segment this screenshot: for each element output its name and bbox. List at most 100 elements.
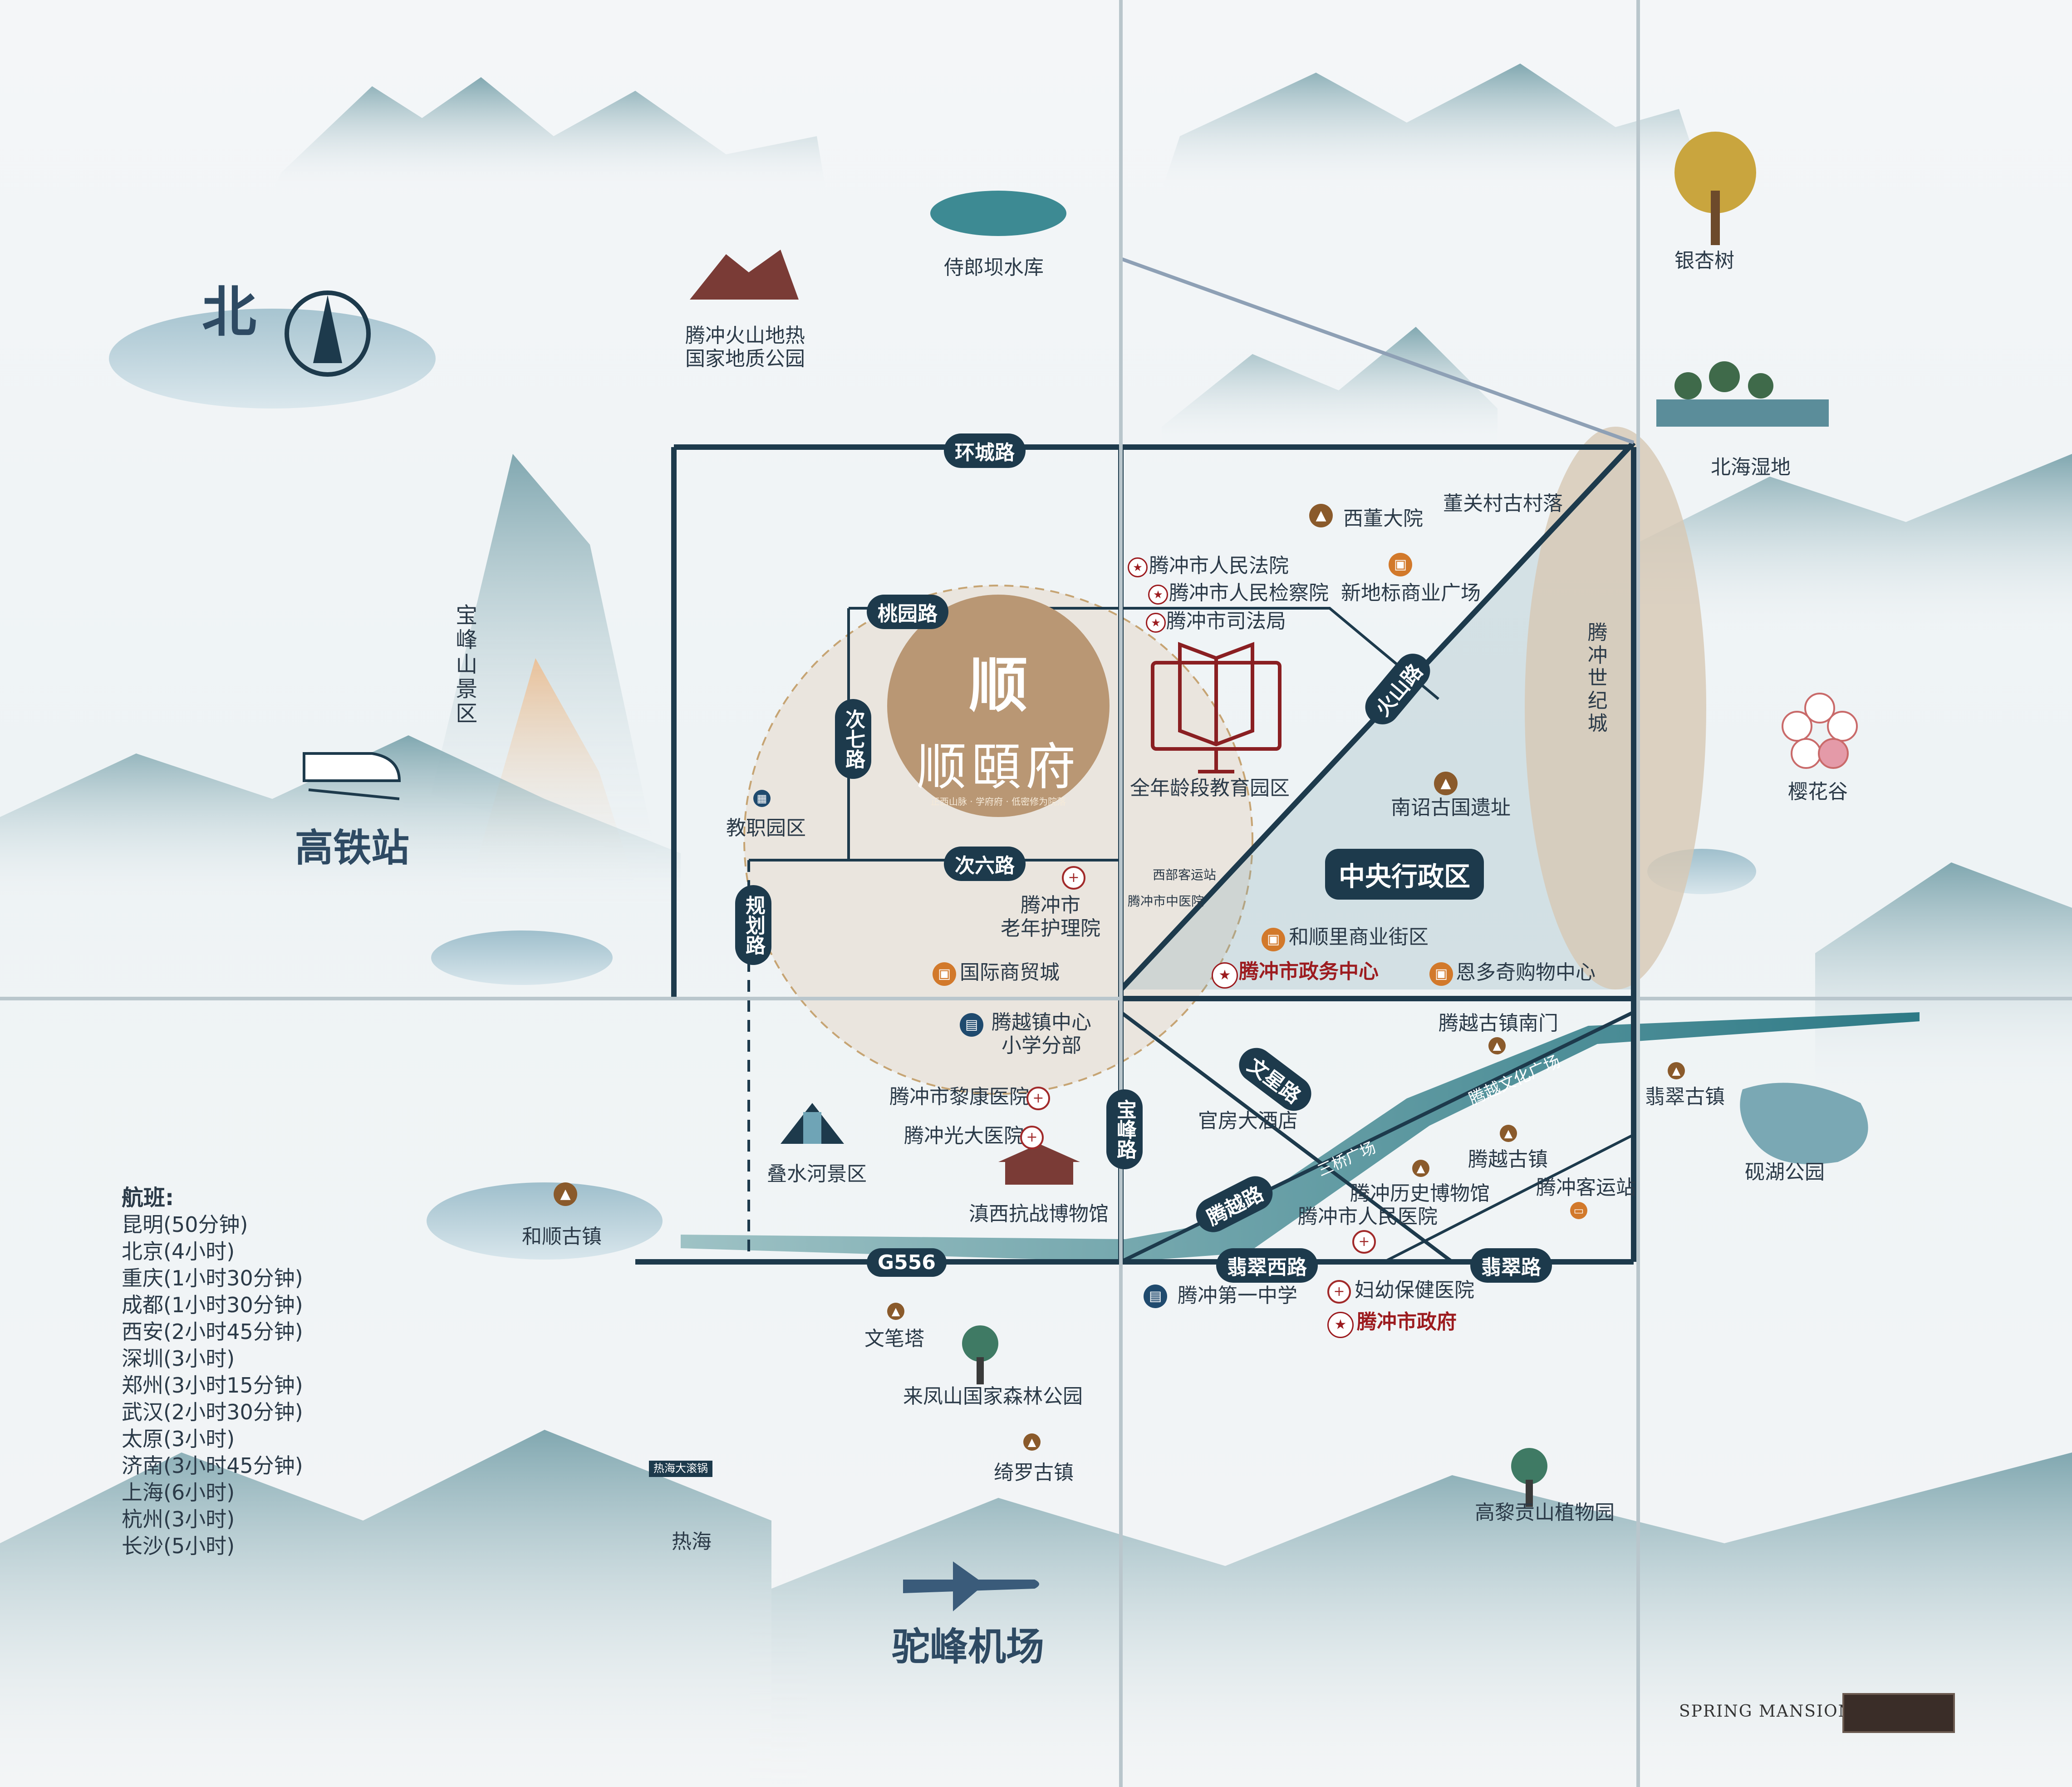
road-northeast bbox=[1120, 257, 1635, 444]
pagoda-icon: ▲ bbox=[1309, 504, 1333, 527]
century-city-zone bbox=[1525, 427, 1706, 989]
peoples-hospital-label: 腾冲市人民医院 bbox=[1298, 1205, 1438, 1228]
tcm-hospital-label: 腾冲市中医院 bbox=[1128, 894, 1204, 909]
pagoda-icon: ▲ bbox=[1412, 1160, 1429, 1177]
beihai-label: 北海湿地 bbox=[1711, 456, 1791, 479]
pagoda-icon: ▲ bbox=[887, 1303, 904, 1320]
flight-item: 昆明(50分钟) bbox=[122, 1212, 248, 1237]
hospital-icon: + bbox=[1026, 1087, 1050, 1110]
flight-item: 郑州(3小时15分钟) bbox=[122, 1373, 303, 1398]
flight-item: 济南(3小时45分钟) bbox=[122, 1453, 303, 1478]
school-icon: ▤ bbox=[960, 1013, 983, 1037]
laifeng-label: 来凤山国家森林公园 bbox=[903, 1385, 1083, 1408]
pagoda-icon: ▲ bbox=[1668, 1062, 1685, 1079]
star-icon: ★ bbox=[1148, 585, 1168, 605]
road-label-ciliu: 次六路 bbox=[944, 847, 1026, 881]
wenbi-label: 文笔塔 bbox=[864, 1327, 924, 1350]
wetland-plant-icon bbox=[1656, 361, 1829, 427]
west-station-label: 西部客运站 bbox=[1153, 867, 1217, 882]
pagoda-icon: ▲ bbox=[554, 1182, 577, 1206]
guanfang-label: 官房大酒店 bbox=[1198, 1109, 1298, 1132]
war-museum-label: 滇西抗战博物馆 bbox=[969, 1202, 1109, 1226]
pagoda-icon: ▲ bbox=[1023, 1433, 1041, 1451]
flight-item: 长沙(5小时) bbox=[122, 1534, 235, 1558]
shopping-icon: ▣ bbox=[933, 962, 956, 986]
compass-arrow bbox=[313, 295, 342, 363]
elderly-label: 腾冲市 老年护理院 bbox=[1001, 894, 1100, 940]
mountain-south bbox=[771, 1452, 2072, 1787]
radius-circle bbox=[744, 586, 1252, 1094]
heshun-lake bbox=[427, 1182, 663, 1260]
hesunli-label: 和顺里商业街区 bbox=[1289, 925, 1429, 949]
star-icon: ★ bbox=[1327, 1312, 1354, 1338]
project-logo[interactable]: 顺 顺頤府 正西山脉 · 学府府 · 低密修为院落 bbox=[887, 595, 1110, 817]
diefshui-label: 叠水河景区 bbox=[767, 1162, 867, 1186]
hospital-icon: + bbox=[1352, 1230, 1376, 1254]
river bbox=[681, 1012, 1920, 1262]
road-label-g556: G556 bbox=[867, 1248, 947, 1277]
qiluo-label: 绮罗古镇 bbox=[994, 1461, 1074, 1484]
museum-icon bbox=[998, 1144, 1080, 1185]
flight-item: 武汉(2小时30分钟) bbox=[122, 1400, 303, 1424]
xindibiao-label: 新地标商业广场 bbox=[1341, 581, 1481, 605]
history-museum-label: 腾冲历史博物馆 bbox=[1350, 1182, 1490, 1205]
star-icon: ★ bbox=[1212, 962, 1238, 989]
bus-station-label: 腾冲客运站 bbox=[1536, 1176, 1636, 1199]
flight-item: 深圳(3小时) bbox=[122, 1346, 235, 1371]
road-label-guihua: 规划路 bbox=[735, 885, 771, 965]
tengyue-town-label: 腾越古镇 bbox=[1468, 1148, 1548, 1171]
building-icon: ▦ bbox=[753, 790, 771, 807]
flights-title: 航班: bbox=[122, 1185, 174, 1211]
flights-panel: 航班: 昆明(50分钟) 北京(4小时) 重庆(1小时30分钟) 成都(1小时3… bbox=[122, 1185, 303, 1560]
star-icon: ★ bbox=[1128, 557, 1148, 577]
hospital-icon: + bbox=[1062, 866, 1085, 890]
baofeng-mountain bbox=[431, 454, 658, 862]
lake-west bbox=[431, 930, 613, 985]
likang-label: 腾冲市黎康医院 bbox=[889, 1085, 1029, 1108]
no1-middle-label: 腾冲第一中学 bbox=[1178, 1284, 1297, 1307]
flight-item: 成都(1小时30分钟) bbox=[122, 1293, 303, 1317]
feicui-town-label: 翡翠古镇 bbox=[1645, 1085, 1725, 1108]
hospital-icon: + bbox=[1327, 1280, 1351, 1304]
baofengshan-label: 宝峰山景区 bbox=[452, 604, 477, 726]
century-city-label: 腾冲世纪城 bbox=[1584, 622, 1607, 735]
mountain-east-lower bbox=[1815, 862, 2072, 1089]
enduoqi-label: 恩多奇购物中心 bbox=[1456, 961, 1596, 984]
maternal-label: 妇幼保健医院 bbox=[1355, 1279, 1474, 1302]
mountain-layer bbox=[0, 64, 2072, 1787]
road-label-baofeng: 宝峰路 bbox=[1106, 1089, 1143, 1169]
tengyue-south-label: 腾越古镇南门 bbox=[1439, 1012, 1558, 1035]
road-wenxing bbox=[1119, 1010, 1453, 1264]
forest-tree-icon bbox=[962, 1325, 1547, 1507]
waterfall-icon bbox=[781, 1103, 844, 1144]
train-icon bbox=[303, 752, 401, 800]
city-gov-label: 腾冲市政府 bbox=[1357, 1310, 1457, 1334]
flight-item: 上海(6小时) bbox=[122, 1480, 235, 1505]
project-name: 顺頤府 bbox=[917, 738, 1080, 796]
sakura-label: 樱花谷 bbox=[1788, 780, 1848, 803]
brand-photo bbox=[1842, 1693, 1955, 1733]
primary-school-label: 腾越镇中心 小学分部 bbox=[992, 1011, 1091, 1057]
mountain-southwest bbox=[0, 1430, 771, 1787]
airport-label: 驼峰机场 bbox=[892, 1625, 1045, 1669]
dongguan-label: 董关村古村落 bbox=[1443, 492, 1563, 515]
ginkgo-tree-icon bbox=[1674, 132, 1756, 245]
shopping-icon: ▣ bbox=[1429, 962, 1453, 986]
yanhu-label: 砚湖公园 bbox=[1745, 1161, 1825, 1184]
rehai-label: 热海 bbox=[672, 1530, 712, 1553]
brand-text: SPRING MANSION bbox=[1679, 1702, 1854, 1721]
pagoda-icon: ▲ bbox=[1500, 1125, 1517, 1142]
shopping-icon: ▣ bbox=[1389, 553, 1412, 576]
central-admin-badge: 中央行政区 bbox=[1325, 849, 1484, 900]
justice-label: 腾冲市司法局 bbox=[1166, 610, 1286, 633]
procuratorate-label: 腾冲市人民检察院 bbox=[1169, 581, 1329, 605]
trade-city-label: 国际商贸城 bbox=[960, 961, 1060, 984]
flight-item: 重庆(1小时30分钟) bbox=[122, 1266, 303, 1290]
xidong-label: 西董大院 bbox=[1343, 507, 1423, 530]
lake-north bbox=[109, 309, 436, 409]
court-label: 腾冲市人民法院 bbox=[1149, 554, 1289, 577]
flight-item: 西安(2小时45分钟) bbox=[122, 1319, 303, 1344]
volcano-label: 腾冲火山地热 国家地质公园 bbox=[685, 324, 805, 370]
star-icon: ★ bbox=[1146, 613, 1166, 633]
